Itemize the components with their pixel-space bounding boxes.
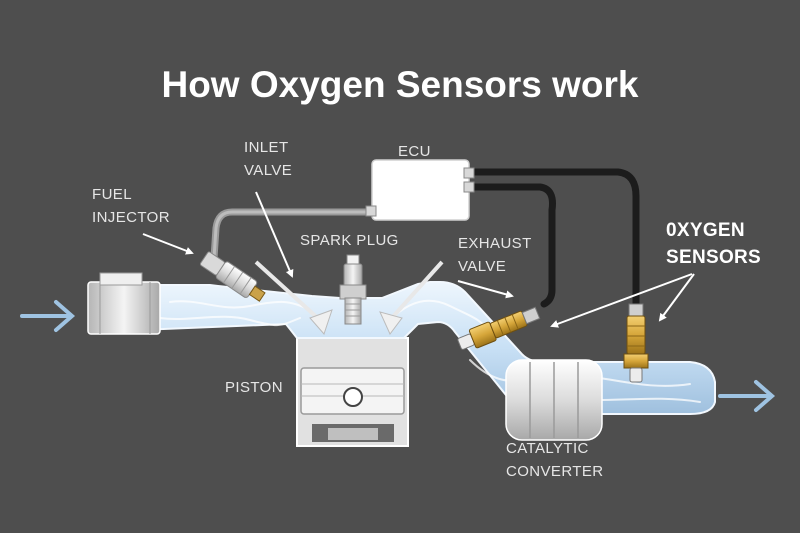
diagram-title: How Oxygen Sensors work — [161, 64, 639, 105]
spark-plug — [339, 254, 367, 325]
exhaust-valve — [379, 260, 444, 335]
outflow-arrow — [718, 380, 776, 412]
fuel-injector-label: FUEL INJECTOR — [92, 186, 170, 226]
oxygen-sensor-downstream — [623, 303, 649, 383]
fuel-injector-pointer — [142, 233, 194, 255]
oxygen-sensor-pointer-1 — [550, 273, 693, 328]
ecu-label: ECU — [398, 143, 431, 160]
inlet-valve — [254, 260, 333, 335]
spark-plug-label: SPARK PLUG — [300, 232, 399, 249]
ecu-wires — [210, 168, 640, 308]
fuel-injector — [199, 251, 266, 302]
oxygen-sensor-pointer-2 — [658, 273, 695, 322]
piston-label: PISTON — [225, 379, 283, 396]
piston-pin — [343, 387, 363, 407]
inlet-valve-pointer — [255, 191, 294, 278]
catalytic-converter-label: CATALYTIC CONVERTER — [506, 440, 604, 480]
engine-block — [296, 337, 409, 447]
inflow-arrow — [20, 300, 76, 332]
inlet-valve-label: INLET VALVE — [244, 139, 293, 179]
ecu-module — [365, 159, 475, 221]
oxygen-sensor-upstream — [457, 306, 541, 350]
exhaust-valve-pointer — [457, 280, 514, 299]
catalytic-converter — [505, 359, 603, 441]
air-flow-meter — [87, 272, 161, 335]
exhaust-valve-label: EXHAUST VALVE — [458, 235, 532, 275]
callout-lines — [142, 191, 695, 328]
oxygen-sensors-label: 0XYGEN SENSORS — [666, 220, 762, 268]
